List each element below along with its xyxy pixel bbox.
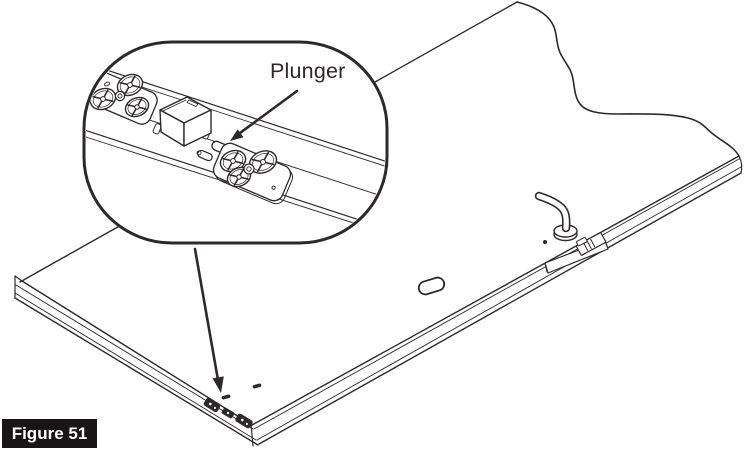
latch-icon — [575, 232, 607, 256]
block-slot — [186, 99, 199, 107]
oval-slot — [417, 276, 446, 296]
plate-hole — [104, 81, 110, 87]
lever-handle — [534, 191, 578, 244]
plunger-hardware-marks — [203, 383, 262, 429]
panel — [14, 1, 743, 447]
plunger-label: Plunger — [270, 59, 346, 83]
spoked-wheel-icon — [89, 87, 117, 111]
callout-to-panel-arrow — [193, 247, 224, 393]
panel-left-corner — [14, 275, 23, 299]
spoked-wheel-icon — [219, 149, 247, 173]
plunger-label-arrow — [230, 89, 299, 141]
roller-plate-2 — [212, 142, 293, 205]
panel-bottom-corner — [250, 423, 254, 447]
handle-stem-fill — [536, 193, 569, 231]
deck-dash-mark — [221, 394, 231, 400]
callout-contents — [86, 57, 385, 237]
block-body — [152, 96, 212, 147]
block-right-face — [183, 109, 212, 147]
panel-right-edge-band — [250, 155, 742, 447]
panel-torn-edge — [516, 1, 740, 157]
screw-dot — [543, 240, 547, 244]
edge-latch-recess — [544, 232, 609, 274]
figure-caption-badge: Figure 51 — [2, 419, 97, 448]
panel-torn-edge-thickness — [738, 155, 743, 174]
spoked-wheel-icon — [116, 73, 144, 97]
roller-plate-1 — [86, 71, 158, 125]
magnifier-callout-bubble — [82, 40, 389, 245]
spoked-wheel-icon — [124, 96, 150, 118]
deck-dash-mark — [252, 383, 262, 389]
